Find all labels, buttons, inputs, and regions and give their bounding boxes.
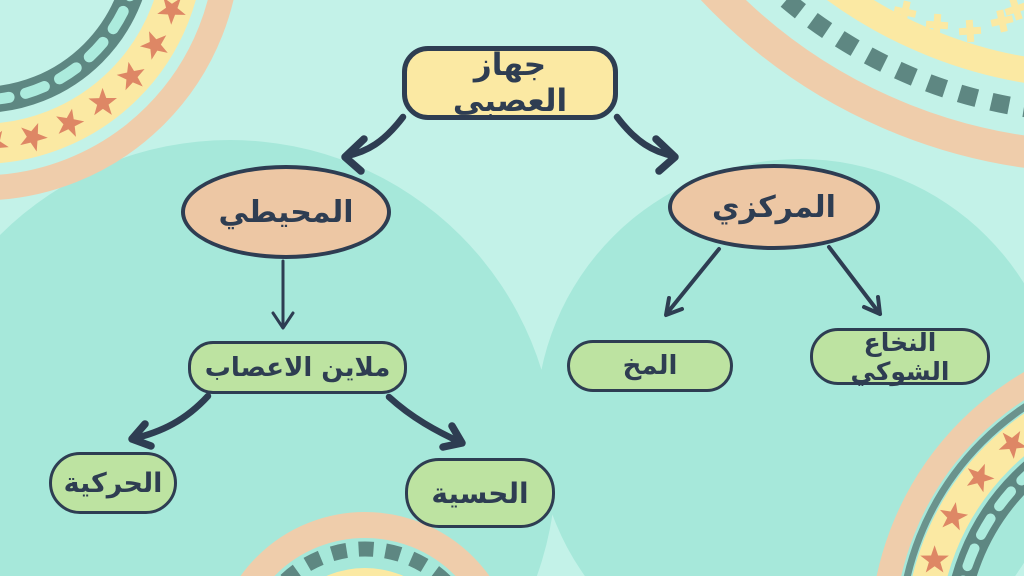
node-root-nervous-system: جهاز العصبي	[402, 46, 618, 120]
node-label: ملاين الاعصاب	[204, 352, 391, 383]
node-spinal-cord: النخاع الشوكي	[810, 327, 990, 386]
node-millions-of-nerves: ملاين الاعصاب	[188, 341, 407, 394]
node-label: المحيطي	[218, 194, 354, 230]
decorative-ring-bottom-center	[240, 512, 490, 576]
node-label: الحركية	[63, 467, 163, 499]
decorative-ring-top-right	[700, 0, 1024, 168]
squares-ring-icon	[279, 541, 451, 576]
node-motor: الحركية	[49, 452, 177, 514]
node-label: النخاع الشوكي	[850, 327, 950, 386]
background-circle-right	[536, 159, 1024, 576]
arrow-nerves-to-motor	[128, 392, 212, 450]
arrow-root-to-peripheral	[341, 113, 407, 175]
arrow-root-to-central	[613, 113, 679, 175]
node-brain: المخ	[567, 340, 733, 392]
node-sensory: الحسية	[405, 458, 555, 528]
arrow-central-to-brain	[664, 247, 721, 317]
arrow-peripheral-to-nerves	[271, 259, 295, 330]
node-label: المركزي	[712, 189, 836, 225]
node-label: جهاز العصبي	[452, 47, 568, 119]
connector-arrows	[128, 113, 882, 451]
arrow-nerves-to-sensory	[385, 393, 466, 451]
node-label: المخ	[622, 351, 678, 381]
node-label: الحسية	[431, 476, 529, 510]
node-central: المركزي	[668, 164, 880, 250]
node-peripheral: المحيطي	[181, 165, 391, 259]
arrow-central-to-spinal	[827, 245, 882, 316]
